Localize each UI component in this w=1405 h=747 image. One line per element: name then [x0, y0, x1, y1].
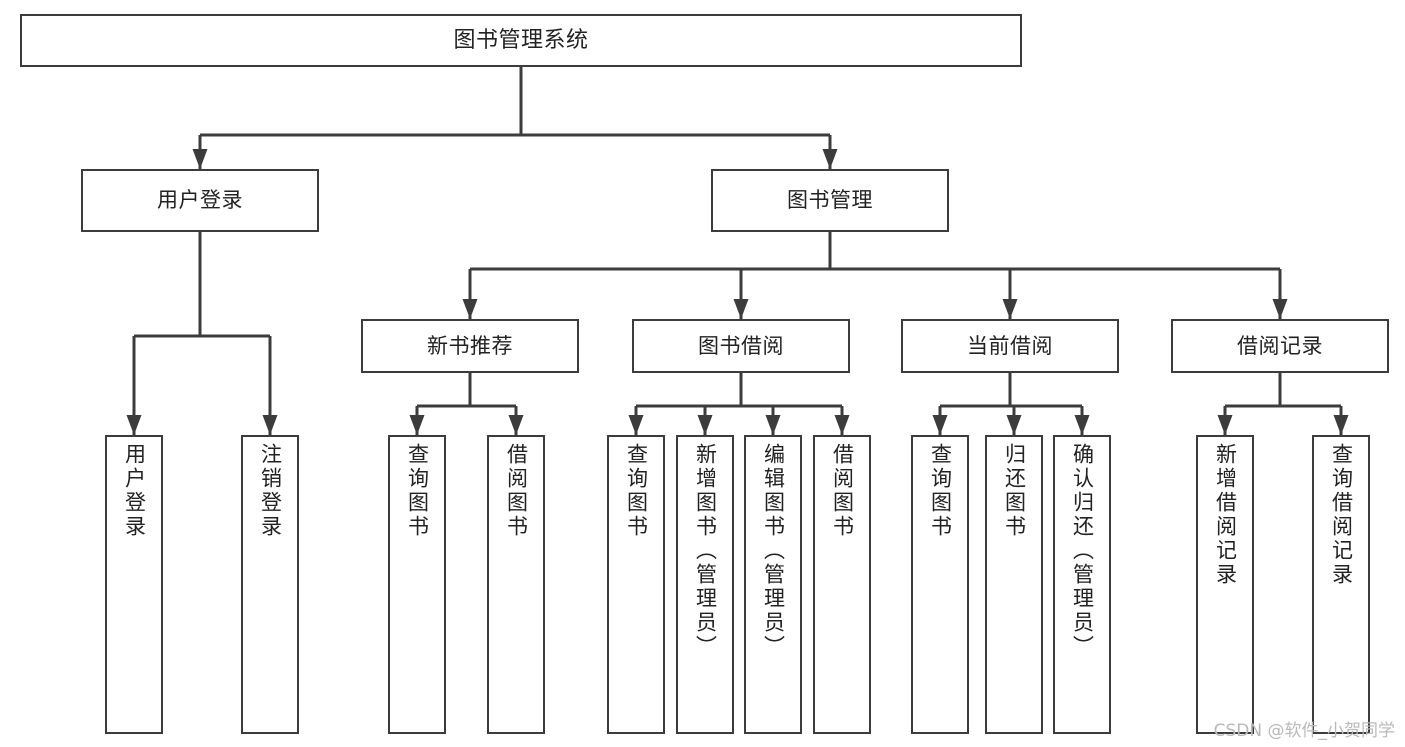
node-new-book-recommendation[interactable]: 新书推荐: [361, 319, 579, 373]
node-label: 借阅图书: [830, 443, 855, 539]
node-label: 查询图书: [928, 443, 953, 539]
leaf-logout[interactable]: 注销登录: [241, 435, 299, 734]
leaf-confirm-return-admin[interactable]: 确认归还（管理员）: [1053, 435, 1111, 734]
node-current-borrowing[interactable]: 当前借阅: [901, 319, 1119, 373]
node-borrowing-record[interactable]: 借阅记录: [1171, 319, 1389, 373]
node-label: 查询借阅记录: [1329, 443, 1354, 587]
node-label: 新书推荐: [427, 333, 513, 358]
node-label: 用户登录: [157, 188, 243, 213]
leaf-add-book-admin[interactable]: 新增图书（管理员）: [676, 435, 734, 734]
node-user-login[interactable]: 用户登录: [81, 169, 319, 232]
node-label: 归还图书: [1002, 443, 1027, 539]
leaf-query-book-new-rec[interactable]: 查询图书: [388, 435, 446, 734]
leaf-add-borrowing-record[interactable]: 新增借阅记录: [1196, 435, 1254, 734]
node-label: 注销登录: [258, 443, 283, 539]
node-label: 图书借阅: [698, 333, 784, 358]
leaf-user-login[interactable]: 用户登录: [105, 435, 163, 734]
node-label: 用户登录: [122, 443, 147, 539]
node-label: 图书管理系统: [453, 27, 589, 53]
leaf-edit-book-admin[interactable]: 编辑图书（管理员）: [744, 435, 802, 734]
node-book-borrowing[interactable]: 图书借阅: [632, 319, 850, 373]
leaf-query-book-borrowing[interactable]: 查询图书: [607, 435, 665, 734]
node-label: 借阅图书: [504, 443, 529, 539]
csdn-watermark: CSDN @软件_小贺同学: [1213, 721, 1395, 741]
node-label: 编辑图书（管理员）: [761, 443, 786, 659]
leaf-query-book-current[interactable]: 查询图书: [911, 435, 969, 734]
node-root-book-management-system[interactable]: 图书管理系统: [20, 14, 1022, 67]
node-label: 查询图书: [624, 443, 649, 539]
leaf-borrow-book-borrowing[interactable]: 借阅图书: [813, 435, 871, 734]
node-label: 确认归还（管理员）: [1070, 443, 1095, 659]
node-label: 查询图书: [405, 443, 430, 539]
leaf-return-book[interactable]: 归还图书: [985, 435, 1043, 734]
node-label: 图书管理: [787, 188, 873, 213]
leaf-borrow-book-new-rec[interactable]: 借阅图书: [487, 435, 545, 734]
node-label: 当前借阅: [967, 333, 1053, 358]
node-label: 新增借阅记录: [1213, 443, 1238, 587]
node-book-management[interactable]: 图书管理: [711, 169, 949, 232]
node-label: 借阅记录: [1237, 333, 1323, 358]
leaf-query-borrowing-record[interactable]: 查询借阅记录: [1312, 435, 1370, 734]
node-label: 新增图书（管理员）: [693, 443, 718, 659]
